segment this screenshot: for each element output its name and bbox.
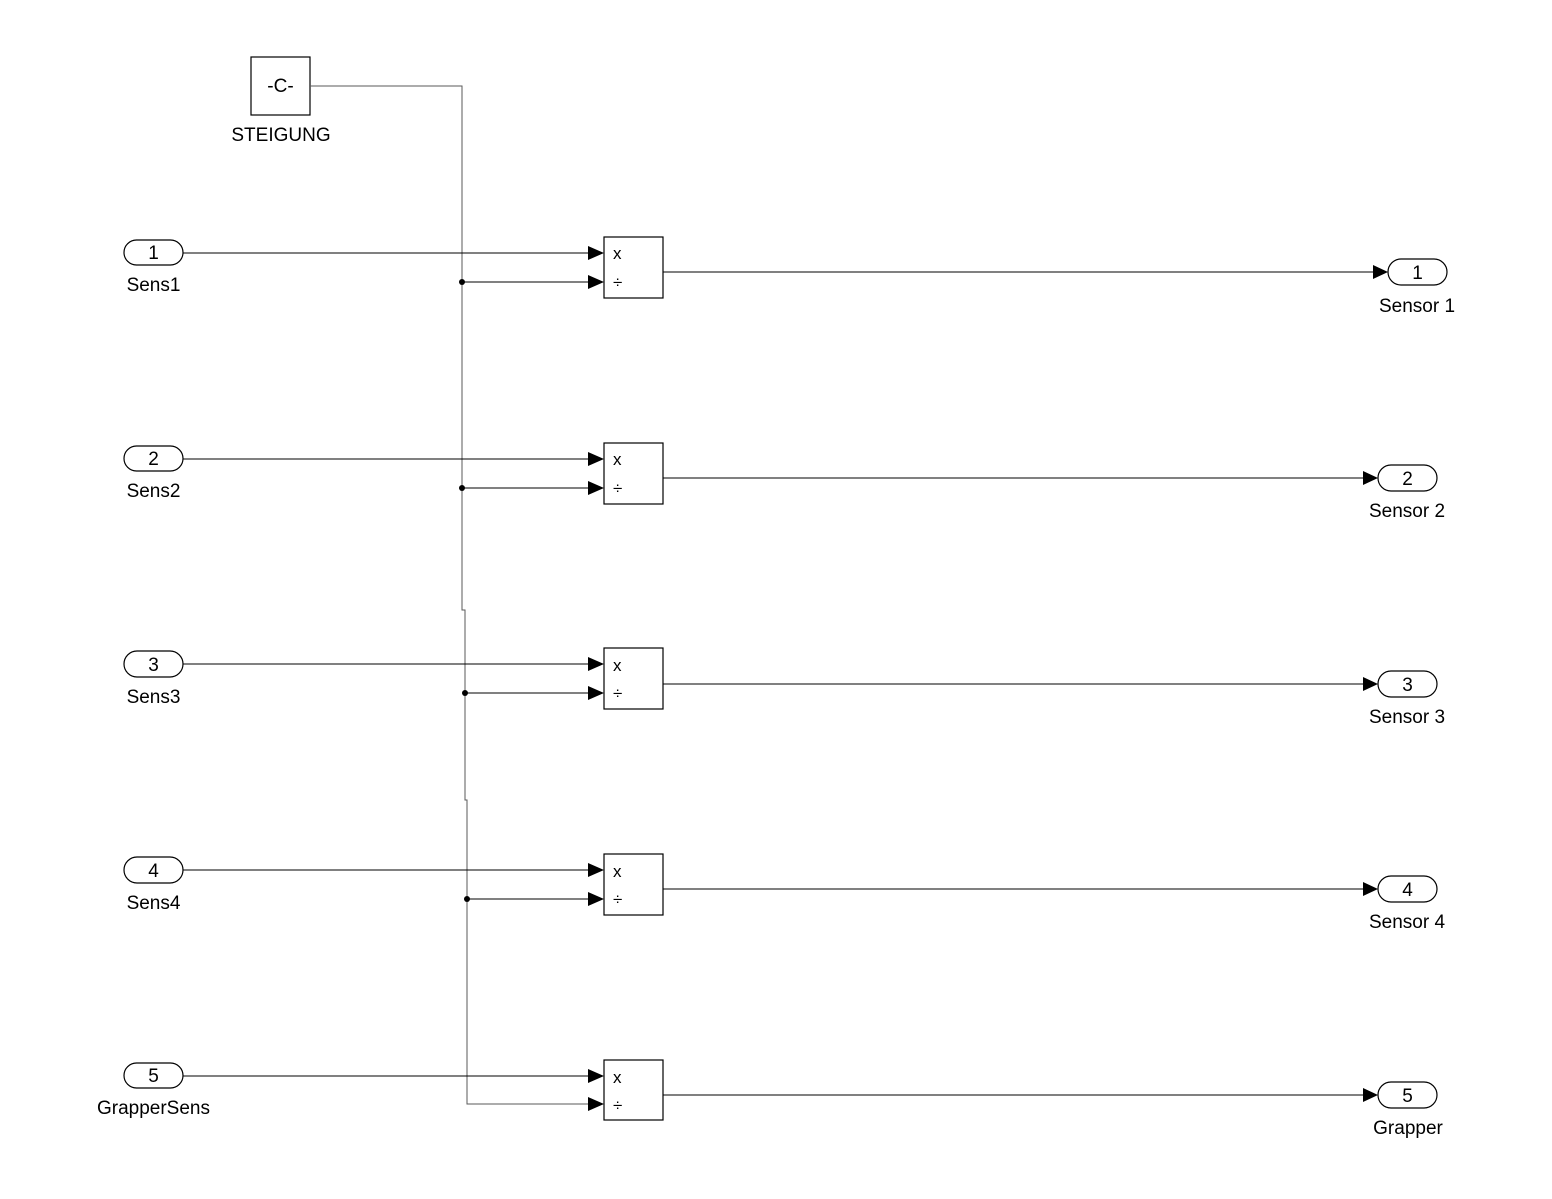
divide-symbol: ÷ xyxy=(613,890,622,909)
inport-5-name: GrapperSens xyxy=(97,1098,210,1119)
outport-2-number: 2 xyxy=(1402,469,1413,490)
divide-symbol: ÷ xyxy=(613,684,622,703)
outport-1[interactable] xyxy=(1387,258,1448,286)
outport-4-number: 4 xyxy=(1402,880,1413,901)
signal-row-4: 4 Sens4 x ÷ 4 Sensor 4 xyxy=(123,853,1445,933)
signal-row-5: 5 GrapperSens x ÷ 5 Grapper xyxy=(97,1059,1444,1139)
outport-2-name: Sensor 2 xyxy=(1369,501,1445,522)
junction-dot xyxy=(464,896,470,902)
arrow-head xyxy=(588,686,604,700)
outport-4[interactable] xyxy=(1377,875,1438,903)
outport-1-name: Sensor 1 xyxy=(1379,296,1455,317)
multiply-symbol: x xyxy=(613,656,622,675)
outport-1-number: 1 xyxy=(1412,263,1423,284)
multiply-symbol: x xyxy=(613,244,622,263)
outport-5-number: 5 xyxy=(1402,1086,1413,1107)
arrow-head xyxy=(588,892,604,906)
divide-symbol: ÷ xyxy=(613,1096,622,1115)
arrow-head xyxy=(588,1097,604,1111)
inport-1-number: 1 xyxy=(148,243,159,264)
junction-dot xyxy=(462,690,468,696)
outport-4-name: Sensor 4 xyxy=(1369,912,1445,933)
inport-5-number: 5 xyxy=(148,1066,159,1087)
signal-row-3: 3 Sens3 x ÷ 3 Sensor 3 xyxy=(123,647,1445,728)
multiply-symbol: x xyxy=(613,862,622,881)
arrow-head xyxy=(1363,1088,1378,1102)
arrow-head xyxy=(588,481,604,495)
constant-name-label: STEIGUNG xyxy=(231,125,330,146)
divide-block-5[interactable]: x ÷ xyxy=(603,1059,664,1121)
multiply-symbol: x xyxy=(613,450,622,469)
arrow-head xyxy=(1363,882,1378,896)
arrow-head xyxy=(588,1069,604,1083)
junction-dot xyxy=(459,279,465,285)
outport-3[interactable] xyxy=(1377,670,1438,698)
constant-signal-lines xyxy=(310,85,590,1105)
outport-5[interactable] xyxy=(1377,1081,1438,1109)
inport-3-number: 3 xyxy=(148,655,159,676)
inport-2-name: Sens2 xyxy=(127,481,181,502)
constant-block-steigung[interactable]: -C- xyxy=(250,56,311,116)
inport-1-name: Sens1 xyxy=(127,275,181,296)
arrow-head xyxy=(1363,471,1378,485)
outport-5-name: Grapper xyxy=(1373,1118,1443,1139)
divide-symbol: ÷ xyxy=(613,479,622,498)
arrow-head xyxy=(1373,265,1388,279)
constant-value-label: -C- xyxy=(267,76,293,97)
divide-block-2[interactable]: x ÷ xyxy=(603,442,664,505)
inport-4-name: Sens4 xyxy=(127,893,181,914)
arrow-head xyxy=(588,863,604,877)
inport-2-number: 2 xyxy=(148,449,159,470)
arrow-head xyxy=(1363,677,1378,691)
outport-3-number: 3 xyxy=(1402,675,1413,696)
arrow-head xyxy=(588,275,604,289)
arrow-head xyxy=(588,246,604,260)
arrow-head xyxy=(588,452,604,466)
signal-row-2: 2 Sens2 x ÷ 2 Sensor 2 xyxy=(123,442,1445,522)
outport-2[interactable] xyxy=(1377,464,1438,492)
inport-3-name: Sens3 xyxy=(127,687,181,708)
multiply-symbol: x xyxy=(613,1068,622,1087)
divide-block-1[interactable]: x ÷ xyxy=(603,236,664,299)
divide-symbol: ÷ xyxy=(613,273,622,292)
divide-block-4[interactable]: x ÷ xyxy=(603,853,664,916)
arrow-head xyxy=(588,657,604,671)
signal-row-1: 1 Sens1 x ÷ 1 Sensor 1 xyxy=(123,236,1455,317)
inport-4-number: 4 xyxy=(148,861,159,882)
divide-block-3[interactable]: x ÷ xyxy=(603,647,664,710)
outport-3-name: Sensor 3 xyxy=(1369,707,1445,728)
junction-dot xyxy=(459,485,465,491)
